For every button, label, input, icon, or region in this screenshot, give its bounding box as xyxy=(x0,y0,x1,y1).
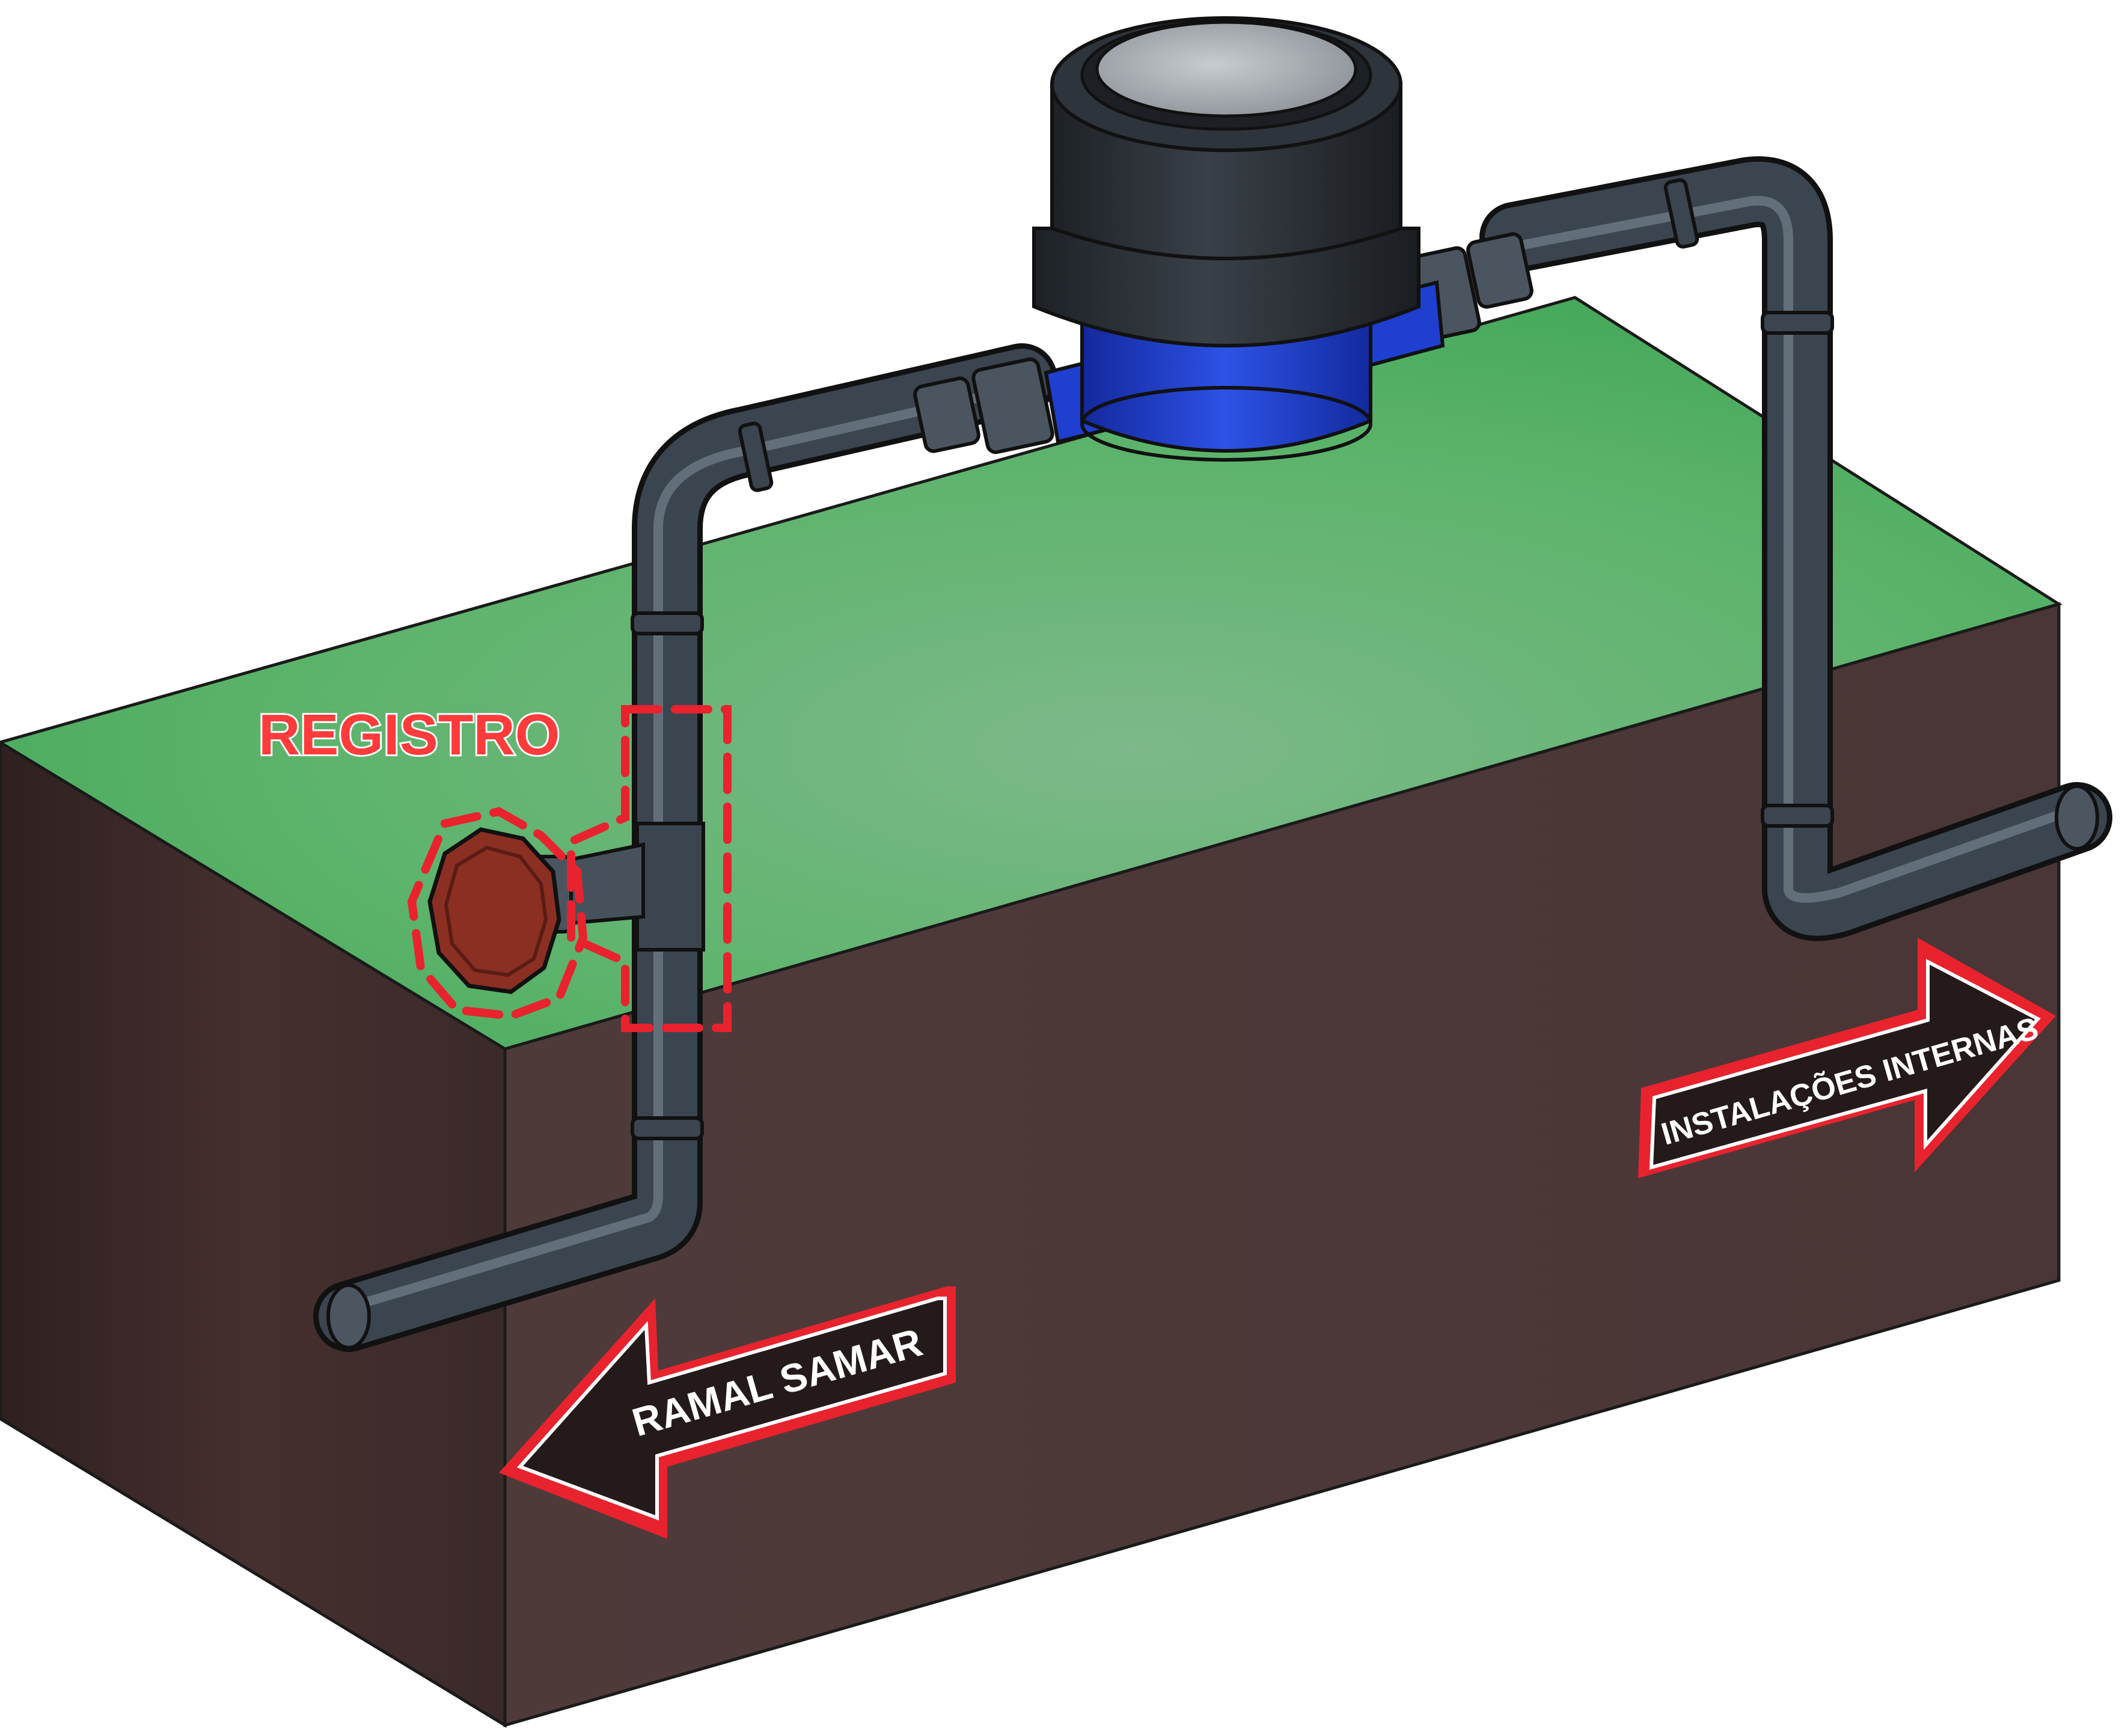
coupling xyxy=(1663,178,1699,249)
valve-highlight-outline xyxy=(407,705,732,1032)
meter-glass xyxy=(1095,20,1357,118)
meter-connectors xyxy=(913,232,1533,454)
connector-nut xyxy=(1466,232,1533,309)
connector-nut xyxy=(971,357,1054,454)
pipe-highlight xyxy=(344,195,2082,1312)
soil-front-face xyxy=(503,602,2061,1728)
valve-wheel xyxy=(427,827,561,994)
pipe-network xyxy=(313,156,2112,1352)
pipe-end-left xyxy=(326,1283,371,1349)
arrow-left-inner xyxy=(516,1297,947,1521)
coupling xyxy=(631,1116,704,1140)
tee-highlight xyxy=(567,705,732,1032)
meter-lower-body xyxy=(1032,227,1420,347)
registro-label: REGISTRO xyxy=(258,703,560,767)
meter-blue-base xyxy=(1080,311,1372,453)
water-meter-icon xyxy=(1032,16,1445,462)
meter-blue-base-bottom xyxy=(1080,386,1372,462)
ground-block xyxy=(0,296,2063,1728)
coupling xyxy=(1761,804,1834,828)
coupling xyxy=(1761,311,1834,335)
wheel-highlight xyxy=(407,807,588,1021)
pipe-body xyxy=(319,162,2107,1346)
arrow-left-icon: RAMAL SAMAR xyxy=(499,1286,956,1539)
connector-nut xyxy=(913,376,980,453)
valve-wheel-inner xyxy=(444,845,548,977)
coupling xyxy=(631,611,704,635)
valve-handwheel-icon xyxy=(427,822,705,994)
arrow-right-inner xyxy=(1649,959,2041,1170)
pipe-couplings xyxy=(631,178,1834,1140)
coupling xyxy=(738,421,774,492)
pipe-end-right xyxy=(2055,784,2099,851)
valve-tee xyxy=(635,822,705,952)
